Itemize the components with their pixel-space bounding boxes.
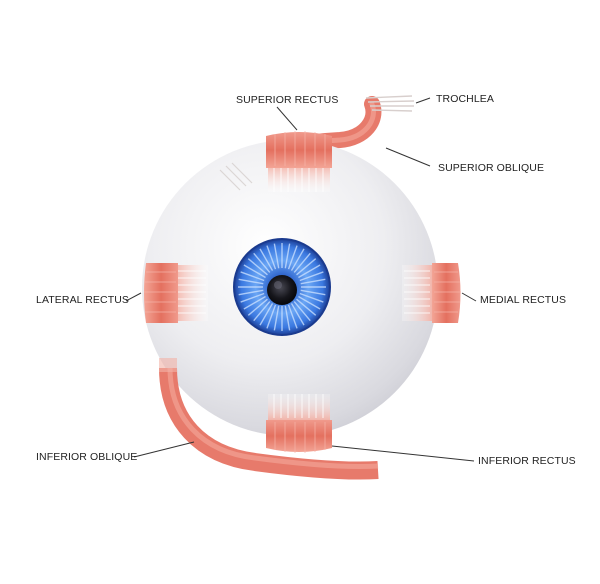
label-superior-rectus: SUPERIOR RECTUS: [236, 94, 339, 106]
iris-striation: [296, 298, 317, 316]
label-trochlea: TROCHLEA: [436, 93, 494, 105]
iris-striation: [247, 298, 268, 316]
pupil-highlight: [274, 281, 282, 289]
iris-striation: [287, 304, 298, 329]
leader-inferior-oblique: [133, 441, 195, 458]
leader-lateral-rectus: [125, 292, 142, 302]
leader-trochlea: [415, 97, 431, 104]
iris-striation: [253, 252, 271, 273]
medial-rectus-muscle: [402, 263, 461, 323]
iris-striation: [290, 303, 305, 326]
iris-striation: [284, 305, 291, 331]
iris-striation: [296, 258, 317, 276]
iris-striation: [293, 252, 311, 273]
iris-striation: [290, 248, 305, 271]
leader-inferior-rectus: [331, 445, 475, 462]
label-superior-oblique: SUPERIOR OBLIQUE: [438, 162, 545, 174]
iris-striation: [259, 303, 274, 326]
iris-striation: [243, 264, 266, 279]
leader-lines: [125, 97, 477, 462]
leader-medial-rectus: [461, 292, 477, 302]
iris-striation: [299, 271, 324, 282]
superior-rectus-muscle: [266, 131, 332, 192]
iris-striation: [266, 245, 277, 270]
pupil: [267, 275, 297, 305]
label-lateral-rectus: LATERAL RECTUS: [36, 294, 130, 306]
iris-striation: [298, 295, 321, 310]
iris-striation: [273, 243, 280, 269]
iris-striation: [273, 305, 280, 331]
iris-striation: [240, 292, 265, 303]
leader-superior-rectus: [276, 106, 298, 131]
iris-striation: [259, 248, 274, 271]
iris-striation: [247, 258, 268, 276]
lateral-rectus-muscle: [144, 263, 208, 323]
iris-striation: [240, 271, 265, 282]
label-inferior-oblique: INFERIOR OBLIQUE: [36, 451, 138, 463]
leader-superior-oblique: [385, 147, 431, 167]
iris-striation: [238, 289, 264, 296]
iris-striation: [299, 292, 324, 303]
iris-striation: [253, 301, 271, 322]
inferior-oblique-muscle: [159, 358, 379, 480]
label-medial-rectus: MEDIAL RECTUS: [480, 294, 567, 306]
iris-striation: [243, 295, 266, 310]
inferior-rectus-muscle: [266, 394, 332, 453]
iris-striation: [293, 301, 311, 322]
iris-striation: [266, 304, 277, 329]
label-inferior-rectus: INFERIOR RECTUS: [478, 455, 576, 467]
superior-oblique-tendon: [219, 162, 253, 191]
iris-striation: [284, 243, 291, 269]
iris-striation: [287, 245, 298, 270]
iris-striation: [300, 289, 326, 296]
iris-striation: [300, 278, 326, 285]
trochlea-tendon: [365, 95, 415, 112]
iris-striation: [238, 278, 264, 285]
iris-striation: [298, 264, 321, 279]
